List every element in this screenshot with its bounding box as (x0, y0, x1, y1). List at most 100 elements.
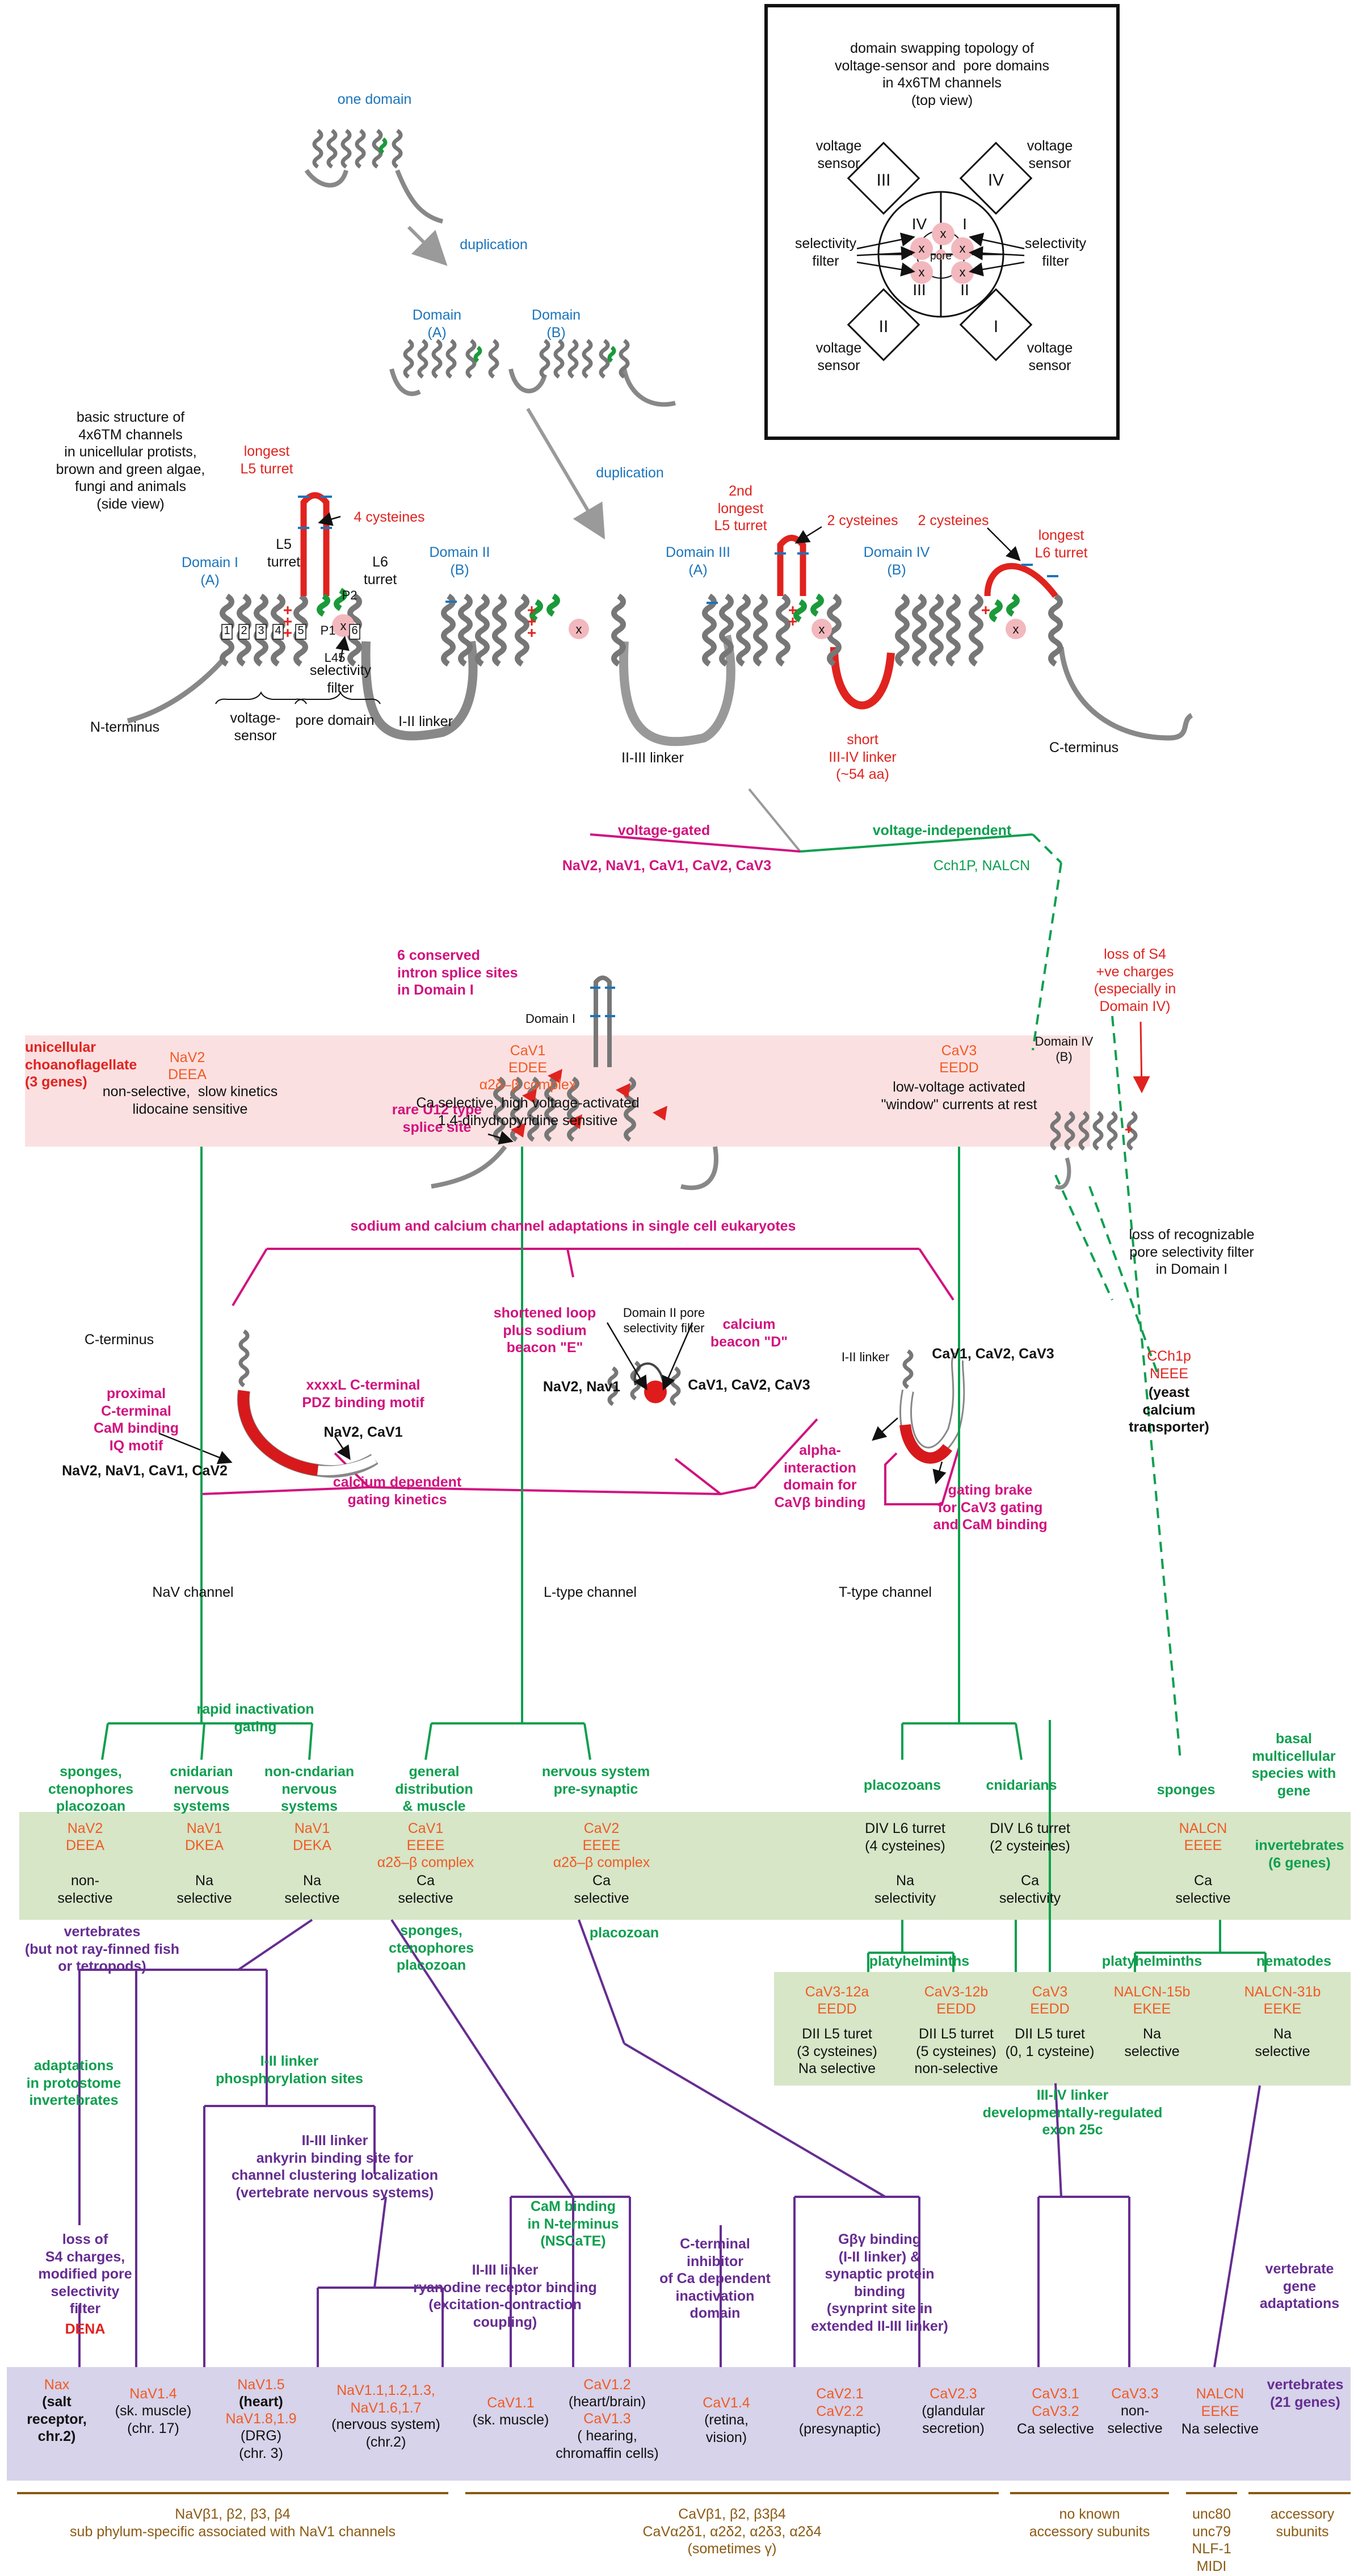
ns-presynaptic-label: nervous system pre-synaptic (541, 1764, 650, 1797)
iq-arrow (158, 1432, 233, 1465)
plat-c12a: CaV3-12a (805, 1984, 869, 2000)
vs-label-tl: voltage sensor (815, 138, 862, 171)
inv-div4-desc: Na selectivity (874, 1873, 936, 1906)
seg-4: 4 (275, 624, 281, 637)
domain-iv-b-label: Domain IV (B) (1035, 1034, 1094, 1064)
domain-ii-label: Domain II (B) (429, 544, 490, 578)
vert-note-label: vertebrates (but not ray-finned fish or … (24, 1924, 180, 1974)
inv-cav1-complex: α2δ–β complex (377, 1855, 474, 1870)
duplication-arrow-1 (407, 225, 448, 266)
vert-cav31: CaV3.1 CaV3.2 (1032, 2386, 1079, 2419)
proximal-label: proximal C-terminal CaM binding IQ motif (94, 1386, 179, 1454)
plat-c12a-desc: DII L5 turet (3 cysteines) Na selective (797, 2026, 877, 2076)
pdz-arrow (334, 1436, 351, 1461)
svg-text:x: x (1013, 622, 1019, 636)
intron-label: 6 conserved intron splice sites in Domai… (397, 947, 518, 998)
ltype-label: L-type channel (543, 1584, 637, 1600)
protostome-label: adaptations in protostome invertebrates (26, 2058, 121, 2108)
cterminus-top-label: C-terminus (1049, 740, 1119, 756)
pore-label: pore (930, 250, 952, 262)
svg-text:x: x (919, 241, 925, 255)
pdz-label: xxxxL C-terminal PDZ binding motif (302, 1377, 424, 1411)
inv-nav1b-desc: Na selective (284, 1873, 340, 1906)
vert-nav14-desc: (sk. muscle) (chr. 17) (115, 2403, 192, 2436)
vert-cav21-desc: (presynaptic) (798, 2421, 881, 2437)
vert-cav23: CaV2.3 (930, 2386, 977, 2402)
vert-cav12-desc: (heart/brain) (568, 2394, 646, 2410)
roman-ii-outer: II (878, 317, 889, 336)
svg-text:x: x (819, 622, 825, 636)
longest-l6-label: longest L6 turret (1035, 527, 1088, 561)
vert-nav-many-desc: (nervous system) (chr.2) (331, 2416, 440, 2450)
loss-s4-vert-label: loss of S4 charges, modified pore select… (38, 2231, 132, 2317)
inv-cav1: CaV1 (407, 1820, 444, 1836)
platyhelminths-label-1: platyhelminths (869, 1953, 970, 1969)
i-ii-linker-label: I-II linker (398, 714, 453, 729)
nav2-nav1-label: NaV2, Nav1 (543, 1379, 621, 1395)
domain-iv-cartoon (1050, 1111, 1138, 1190)
four-cysteines-label: 4 cysteines (354, 509, 425, 525)
roman-iii-outer: III (876, 171, 891, 190)
dii-pore-label: Domain II pore selectivity filter (623, 1306, 705, 1335)
sponges-cten-label: sponges, ctenophores placozoan (388, 1923, 474, 1973)
duplication-label-2: duplication (596, 465, 664, 481)
cterminus-cartoon-left (237, 1329, 379, 1478)
vert-cav33: CaV3.3 (1111, 2386, 1159, 2402)
seg-2: 2 (241, 624, 247, 637)
accessory-label: accessory subunits (1270, 2506, 1335, 2540)
choano-cav3: CaV3 (941, 1043, 977, 1059)
plat-c12b-motif: EEDD (936, 2001, 976, 2017)
one-domain-label: one domain (337, 91, 412, 107)
inv-cav2: CaV2 (583, 1820, 620, 1836)
two-cysteines-b-label: 2 cysteines (918, 513, 989, 528)
plat-n31b: NALCN-31b (1244, 1984, 1321, 2000)
nematodes-label: nematodes (1256, 1953, 1331, 1969)
choano-nav2-desc: non-selective, slow kinetics lidocaine s… (102, 1084, 278, 1117)
purple-tree (78, 1919, 1261, 2368)
l5-turret-label: L5 turret (267, 536, 301, 570)
vert-cav14: CaV1.4 (703, 2395, 750, 2411)
vert-cav11-desc: (sk. muscle) (472, 2412, 549, 2428)
i-ii-linker-cartoon (872, 1349, 965, 1484)
invertebrates-label: invertebrates (6 genes) (1255, 1837, 1344, 1871)
second-longest-l5-label: 2nd longest L5 turret (714, 483, 767, 534)
iii-iv-exon-label: III-IV linker developmentally-regulated … (982, 2087, 1163, 2138)
vert-gene-label: vertebrate gene adaptations (1259, 2261, 1340, 2311)
sponges-label: sponges (1157, 1782, 1216, 1798)
seg-3: 3 (258, 624, 264, 637)
inv-nav1b: NaV1 (294, 1820, 330, 1836)
inv-nav1a-desc: Na selective (176, 1873, 232, 1906)
dena-label: DENA (65, 2321, 106, 2337)
unc-label: unc80 unc79 NLF-1 MIDI (1192, 2506, 1231, 2574)
nav-channel-label: NaV channel (152, 1584, 234, 1600)
platyhelminths-label-2: platyhelminths (1101, 1953, 1202, 1969)
yeast-label: (yeast calcium transporter) (1129, 1385, 1209, 1435)
choano-edee: EDEE (508, 1060, 548, 1076)
vertebrate-band (7, 2367, 1351, 2481)
plat-cav3-motif: EEDD (1030, 2001, 1070, 2017)
adaptation-bracket (200, 1248, 960, 1505)
plat-n15b-motif: EKEE (1133, 2001, 1171, 2017)
two-domain-cartoon (389, 339, 676, 407)
domain-a-label: Domain (A) (412, 307, 462, 341)
nav2-cav1-label: NaV2, CaV1 (323, 1424, 403, 1440)
inv-nalcn: NALCN (1179, 1820, 1227, 1836)
inv-div4: DIV L6 turret (4 cysteines) (865, 1820, 945, 1854)
plat-cav3-desc: DII L5 turet (0, 1 cysteine) (1005, 2026, 1095, 2059)
roman-i-outer: I (993, 317, 999, 336)
loss-pore-label: loss of recognizable pore selectivity fi… (1129, 1227, 1255, 1277)
inv-nav2-desc: non- selective (57, 1873, 113, 1906)
domain-i-intron-cartoon (431, 975, 718, 1190)
roman-iii-inner: III (913, 281, 926, 299)
gating-brake-label: gating brake for CaV3 gating and CaM bin… (933, 1482, 1048, 1533)
svg-text:x: x (940, 226, 947, 241)
l45-label: L45 (324, 651, 346, 665)
basic-structure-label: basic structure of 4x6TM channels in uni… (56, 409, 205, 512)
sf-label-right: selectivity filter (1024, 236, 1087, 269)
inv-nav2-motif: DEEA (65, 1837, 105, 1853)
cnidarian-ns-label: cnidarian nervous systems (170, 1764, 233, 1814)
choano-complex: α2δ–β complex (479, 1077, 577, 1093)
domain-i-small-label: Domain I (525, 1012, 576, 1026)
